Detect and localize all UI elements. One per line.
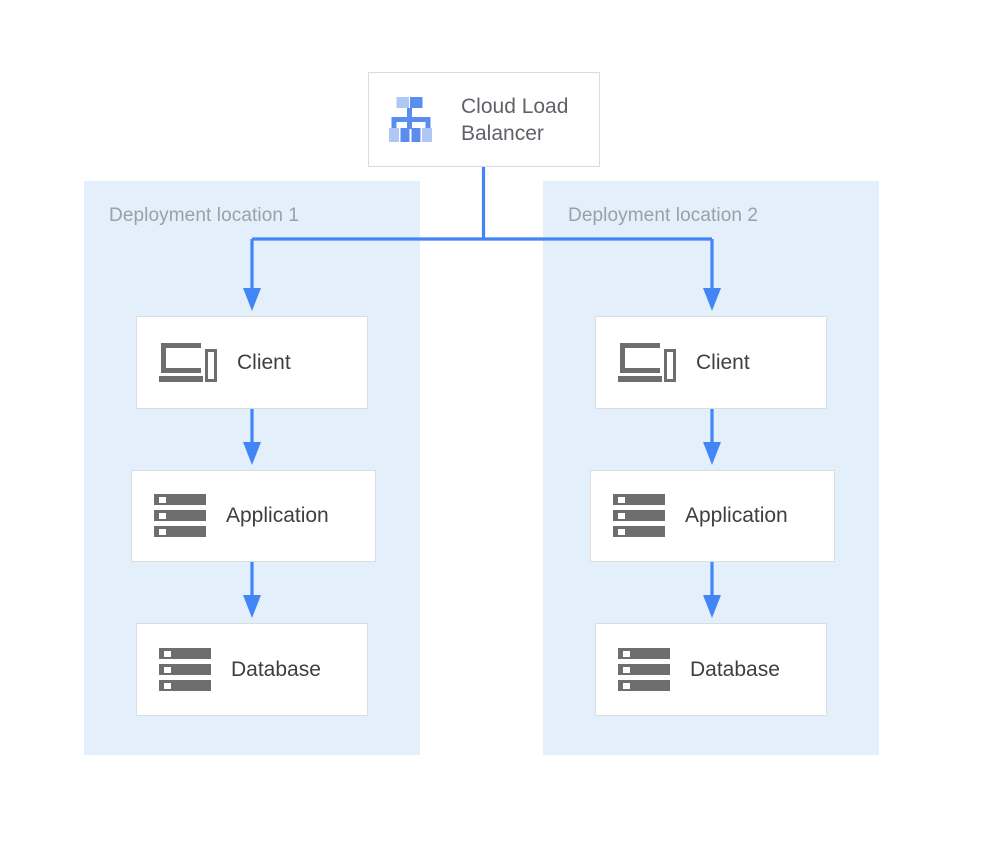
node-database-1[interactable]: Database xyxy=(136,623,368,716)
server-stack-icon xyxy=(618,646,670,694)
devices-icon xyxy=(618,339,676,387)
node-application-1[interactable]: Application xyxy=(131,470,376,562)
node-client-1-label: Client xyxy=(237,350,291,374)
node-load-balancer-label-line-2: Balancer xyxy=(461,121,544,145)
devices-icon xyxy=(159,339,217,387)
server-stack-icon xyxy=(613,492,665,540)
node-load-balancer-label-line-1: Cloud Load xyxy=(461,94,569,118)
node-client-2[interactable]: Client xyxy=(595,316,827,409)
server-stack-icon xyxy=(154,492,206,540)
cloud-load-balancer-icon xyxy=(389,92,445,148)
node-client-2-label: Client xyxy=(696,350,750,374)
node-application-2[interactable]: Application xyxy=(590,470,835,562)
node-application-2-label: Application xyxy=(685,504,788,527)
server-stack-icon xyxy=(159,646,211,694)
deployment-zone-2-label: Deployment location 2 xyxy=(568,205,759,226)
node-database-2[interactable]: Database xyxy=(595,623,827,716)
node-database-2-label: Database xyxy=(690,657,780,681)
deployment-zone-1-label: Deployment location 1 xyxy=(109,205,300,226)
node-application-1-label: Application xyxy=(226,504,329,527)
node-database-1-label: Database xyxy=(231,657,321,681)
node-client-1[interactable]: Client xyxy=(136,316,368,409)
